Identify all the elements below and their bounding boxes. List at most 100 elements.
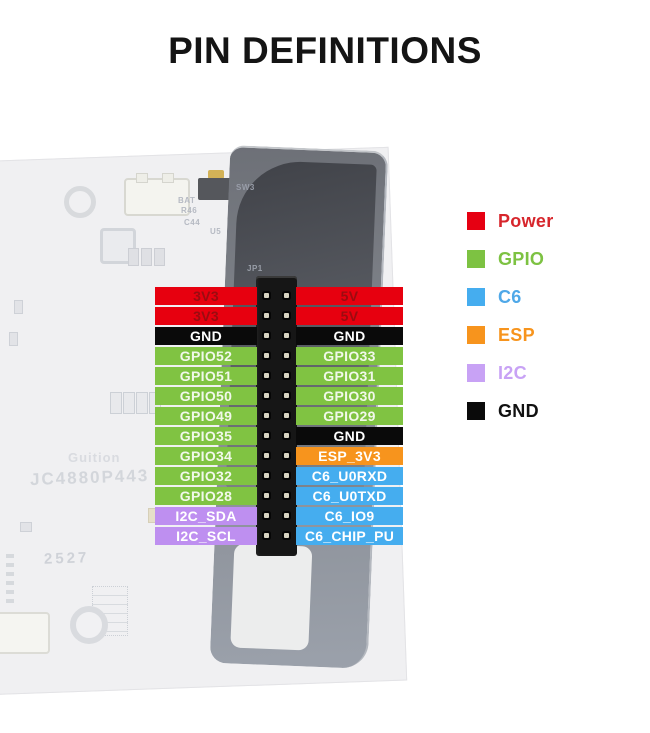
pin-label-c6_io9: C6_IO9	[296, 507, 403, 525]
legend-label-gpio: GPIO	[498, 248, 545, 269]
pin-label-esp_3v3: ESP_3V3	[296, 447, 403, 465]
pcb-pads	[6, 554, 14, 604]
header-pin	[284, 353, 289, 358]
legend-item-esp: ESP	[467, 324, 554, 345]
pin-row: GPIO52 GPIO33	[155, 347, 403, 365]
pin-label-i2c_scl: I2C_SCL	[155, 527, 257, 545]
pin-row: 3V3 5V	[155, 287, 403, 305]
pin-label-gpio51: GPIO51	[155, 367, 257, 385]
pin-label-gpio32: GPIO32	[155, 467, 257, 485]
pin-label-5v: 5V	[296, 307, 403, 325]
header-pin	[284, 453, 289, 458]
header-pin	[284, 333, 289, 338]
pin-label-gpio52: GPIO52	[155, 347, 257, 365]
pin-row: GPIO32 C6_U0RXD	[155, 467, 403, 485]
header-pin	[284, 493, 289, 498]
pin-label-gnd: GND	[296, 427, 403, 445]
header-pin	[284, 393, 289, 398]
header-pin	[264, 333, 269, 338]
header-pin	[284, 413, 289, 418]
page-title: PIN DEFINITIONS	[168, 30, 482, 71]
legend-swatch-esp	[467, 326, 485, 344]
silkscreen-model: JC4880P443	[29, 465, 150, 490]
header-pin	[264, 413, 269, 418]
pin-label-gnd: GND	[155, 327, 257, 345]
legend-swatch-gpio	[467, 250, 485, 268]
legend-swatch-c6	[467, 288, 485, 306]
header-pin	[264, 433, 269, 438]
legend-item-i2c: I2C	[467, 363, 554, 383]
pin-row: GPIO28 C6_U0TXD	[155, 487, 403, 505]
pin-row: I2C_SCL C6_CHIP_PU	[155, 527, 403, 545]
pin-label-gpio49: GPIO49	[155, 407, 257, 425]
header-pin	[264, 473, 269, 478]
legend-label-esp: ESP	[498, 324, 535, 345]
pin-label-gnd: GND	[296, 327, 403, 345]
header-pin	[284, 533, 289, 538]
pin-label-gpio28: GPIO28	[155, 487, 257, 505]
pin-row-spacer	[257, 407, 296, 425]
resistor	[136, 392, 148, 414]
pin-label-c6_u0rxd: C6_U0RXD	[296, 467, 403, 485]
switch-actuator	[208, 170, 224, 179]
header-pin	[284, 433, 289, 438]
pin-label-5v: 5V	[296, 287, 403, 305]
legend-item-gpio: GPIO	[467, 248, 554, 269]
pin-row-spacer	[257, 387, 296, 405]
header-pin	[284, 293, 289, 298]
resistor	[123, 392, 135, 414]
pin-row: GPIO50 GPIO30	[155, 387, 403, 405]
header-pin	[264, 393, 269, 398]
smd-part	[14, 300, 23, 314]
header-pin	[264, 493, 269, 498]
pin-row: GPIO35 GND	[155, 427, 403, 445]
smd-part	[9, 332, 18, 346]
pin-label-gpio29: GPIO29	[296, 407, 403, 425]
silkscreen-brand: Guition	[68, 450, 121, 465]
smd-part	[20, 522, 32, 532]
pin-label-c6_u0txd: C6_U0TXD	[296, 487, 403, 505]
capacitor	[141, 248, 152, 266]
legend-item-c6: C6	[467, 287, 554, 307]
screw-hole	[70, 606, 108, 644]
pin-row-spacer	[257, 327, 296, 345]
pin-row-spacer	[257, 427, 296, 445]
header-pin	[284, 313, 289, 318]
pin-label-gpio33: GPIO33	[296, 347, 403, 365]
header-pin	[284, 373, 289, 378]
standoff-hole	[64, 186, 96, 218]
silkscreen-sw3: SW3	[236, 183, 255, 192]
pin-row-spacer	[257, 347, 296, 365]
pin-row-spacer	[257, 487, 296, 505]
pin-row: GND GND	[155, 327, 403, 345]
pin-label-gpio30: GPIO30	[296, 387, 403, 405]
tactile-switch	[198, 178, 236, 200]
header-pin	[264, 313, 269, 318]
resistor	[110, 392, 122, 414]
pin-label-gpio35: GPIO35	[155, 427, 257, 445]
header-pin	[284, 473, 289, 478]
legend-label-power: Power	[498, 210, 554, 231]
legend-item-power: Power	[467, 210, 554, 231]
pin-label-c6_chip_pu: C6_CHIP_PU	[296, 527, 403, 545]
display-fpc-cutout	[230, 543, 313, 651]
pin-row-spacer	[257, 467, 296, 485]
pin-header-strip	[256, 276, 297, 556]
capacitor	[128, 248, 139, 266]
legend-item-gnd: GND	[467, 401, 554, 421]
pin-label-3v3: 3V3	[155, 307, 257, 325]
pin-row: 3V3 5V	[155, 307, 403, 325]
pin-row-spacer	[257, 507, 296, 525]
pin-label-3v3: 3V3	[155, 287, 257, 305]
header-pin	[264, 373, 269, 378]
header-pin	[264, 453, 269, 458]
silkscreen-bat: BAT	[178, 196, 196, 205]
pin-label-gpio50: GPIO50	[155, 387, 257, 405]
header-pin	[284, 513, 289, 518]
pin-row-spacer	[257, 287, 296, 305]
pin-row-spacer	[257, 447, 296, 465]
